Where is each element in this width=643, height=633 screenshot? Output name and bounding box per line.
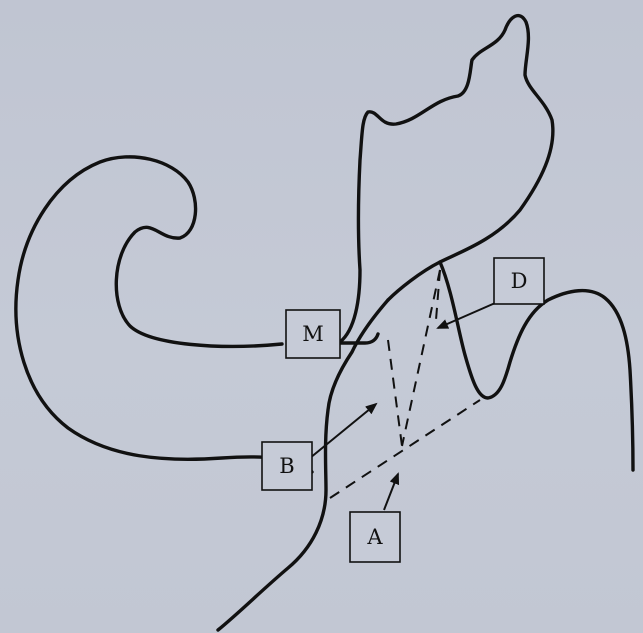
arrow-a (384, 474, 398, 510)
label-box-d: D (494, 258, 544, 304)
label-m: M (302, 322, 324, 346)
arrow-d (438, 300, 502, 328)
arrow-b (310, 404, 376, 458)
label-d: D (511, 269, 528, 293)
dashed-line-upper-left (402, 270, 440, 446)
label-box-m: M (286, 310, 340, 358)
label-a: A (366, 525, 383, 549)
label-b: B (279, 454, 294, 478)
upper-outline-curve (16, 157, 312, 472)
dashed-line-middle (388, 340, 402, 446)
label-box-a: A (350, 512, 400, 562)
label-box-b: B (262, 442, 312, 490)
dashed-line-lower (330, 400, 480, 498)
